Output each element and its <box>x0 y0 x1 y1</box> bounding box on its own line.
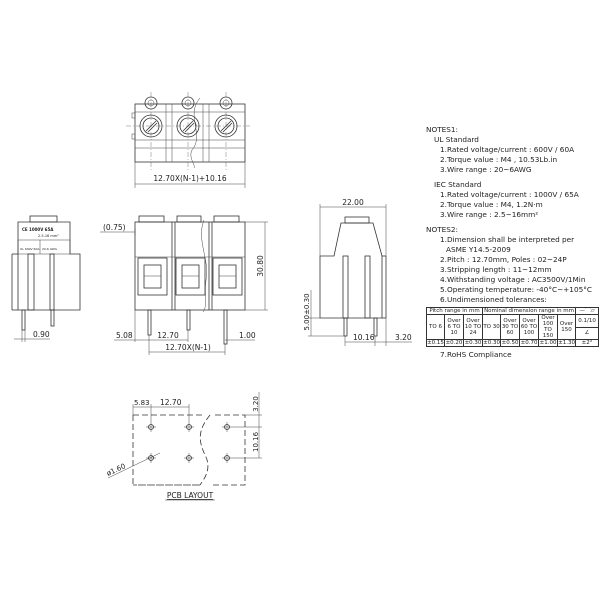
pcb-edge-dim: 5.83 <box>134 399 150 407</box>
svg-text:CE 1000V 65A: CE 1000V 65A <box>22 227 54 232</box>
range-cell: Over 150 <box>557 314 577 340</box>
pcb-layout-title: PCB LAYOUT <box>167 491 214 500</box>
iec-title: IEC Standard <box>434 180 482 189</box>
front-view: (0.75) 30.80 5.08 12.70 1.00 12.70X(N-1) <box>100 215 268 355</box>
iec-note: 3.Wire range : 2.5~16mm² <box>440 210 539 219</box>
notes2-item: 5.Operating temperature: -40°C~+105°C <box>440 285 592 294</box>
depth-dim: 22.00 <box>342 198 364 207</box>
pin-width-dim: 1.00 <box>239 331 256 340</box>
hole-diameter-dim: ø1.60 <box>105 462 126 478</box>
left-pin-dim: 0.90 <box>33 330 50 339</box>
svg-text:20-6 AWG: 20-6 AWG <box>42 247 58 251</box>
pin-length-dim: 5.00±0.30 <box>303 293 311 330</box>
pcb-hole <box>146 453 156 463</box>
rohs-note: 7.RoHS Compliance <box>440 350 512 359</box>
geometry-symbols: —⌒▱ <box>575 307 600 315</box>
tolerance-table: Pitch range in mm Nominal dimension rang… <box>425 307 600 347</box>
range-cell: Over 100 TO 150 <box>538 314 559 340</box>
notes2-item: ASME Y14.5-2009 <box>446 245 511 254</box>
top-view: 12.70X(N-1)+10.16 <box>126 92 250 188</box>
iec-note: 2.Torque value : M4, 1.2N·m <box>440 200 543 209</box>
angle-tolerance-cell: ±2° <box>575 339 600 347</box>
svg-text:UL 600V 60A: UL 600V 60A <box>20 247 40 251</box>
angle-symbol-cell: ∠ <box>575 326 600 340</box>
tolerance-cell: ±1.30 <box>557 339 577 347</box>
range-cell: Over 30 TO 60 <box>500 314 521 340</box>
pcb-hole <box>184 422 194 432</box>
tolerance-cell: ±1.00 <box>538 339 559 347</box>
edge-dim: 3.20 <box>395 333 412 342</box>
flatness-cell: 0.1/10 <box>575 314 600 328</box>
tolerance-cell: ±0.30 <box>462 339 484 347</box>
range-cell: TO 30 <box>482 314 502 340</box>
svg-text:2.5-16 mm²: 2.5-16 mm² <box>38 234 59 238</box>
notes2-title: NOTES2: <box>426 225 459 234</box>
pcb-top-dim: 3.20 <box>252 396 260 412</box>
right-side-view: 22.00 5.00±0.30 10.16 3.20 <box>303 198 412 346</box>
range-cell: Over 60 TO 100 <box>519 314 540 340</box>
offset-dim: (0.75) <box>103 223 126 232</box>
tolerance-cell: ±0.70 <box>519 339 540 347</box>
notes1-title: NOTES1: <box>426 125 459 134</box>
notes2-item: 3.Stripping length : 11~12mm <box>440 265 552 274</box>
tolerance-cell: ±0.20 <box>444 339 464 347</box>
tolerance-cell: ±0.30 <box>482 339 502 347</box>
range-cell: TO 6 <box>426 314 445 340</box>
wire-window <box>212 257 243 296</box>
top-width-dim: 12.70X(N-1)+10.16 <box>153 174 227 183</box>
range-cell: Over 10 TO 24 <box>462 314 484 340</box>
wire-window <box>137 257 168 296</box>
pcb-hole <box>184 453 194 463</box>
pcb-hole <box>222 453 232 463</box>
pcb-pitch-dim: 12.70 <box>160 398 182 407</box>
span-dim: 12.70X(N-1) <box>165 343 211 352</box>
tolerance-cell: ±0.50 <box>500 339 521 347</box>
height-dim: 30.80 <box>256 255 265 277</box>
range-cell: Over 6 TO 10 <box>444 314 464 340</box>
pcb-hole <box>222 422 232 432</box>
notes2-item: 6.Undimensioned tolerances: <box>440 295 547 304</box>
wire-window <box>175 257 206 296</box>
notes-panel: NOTES1: UL Standard 1.Rated voltage/curr… <box>425 125 600 360</box>
ul-note: 2.Torque value : M4 , 10.53Lb.in <box>440 155 558 164</box>
notes2-item: 4.Withstanding voltage : AC3500V/1Min <box>440 275 586 284</box>
nominal-range-header: Nominal dimension range in mm <box>482 307 577 315</box>
pcb-hole <box>146 422 156 432</box>
iec-note: 1.Rated voltage/current : 1000V / 65A <box>440 190 579 199</box>
tolerance-cell: ±0.15 <box>426 339 445 347</box>
notes2-item: 2.Pitch : 12.70mm, Poles : 02~24P <box>440 255 567 264</box>
left-edge-dim: 5.08 <box>116 331 133 340</box>
pitch-range-header: Pitch range in mm <box>425 307 484 315</box>
ul-note: 1.Rated voltage/current : 600V / 60A <box>440 145 575 154</box>
notes2-item: 1.Dimension shall be interpreted per <box>440 235 575 244</box>
ul-title: UL Standard <box>434 135 479 144</box>
pcb-row-dim: 10.16 <box>252 431 260 452</box>
pcb-layout: 5.83 12.70 3.20 10.16 ø1.60 PCB LAYOUT <box>105 392 262 501</box>
ul-note: 3.Wire range : 20~6AWG <box>440 165 532 174</box>
row-pitch-dim: 10.16 <box>353 333 375 342</box>
pitch-dim: 12.70 <box>157 331 179 340</box>
certification-label: CE 1000V 65A 2.5-16 mm² UL 600V 60A 20-6… <box>20 227 59 251</box>
left-side-view: CE 1000V 65A 2.5-16 mm² UL 600V 60A 20-6… <box>11 215 81 342</box>
